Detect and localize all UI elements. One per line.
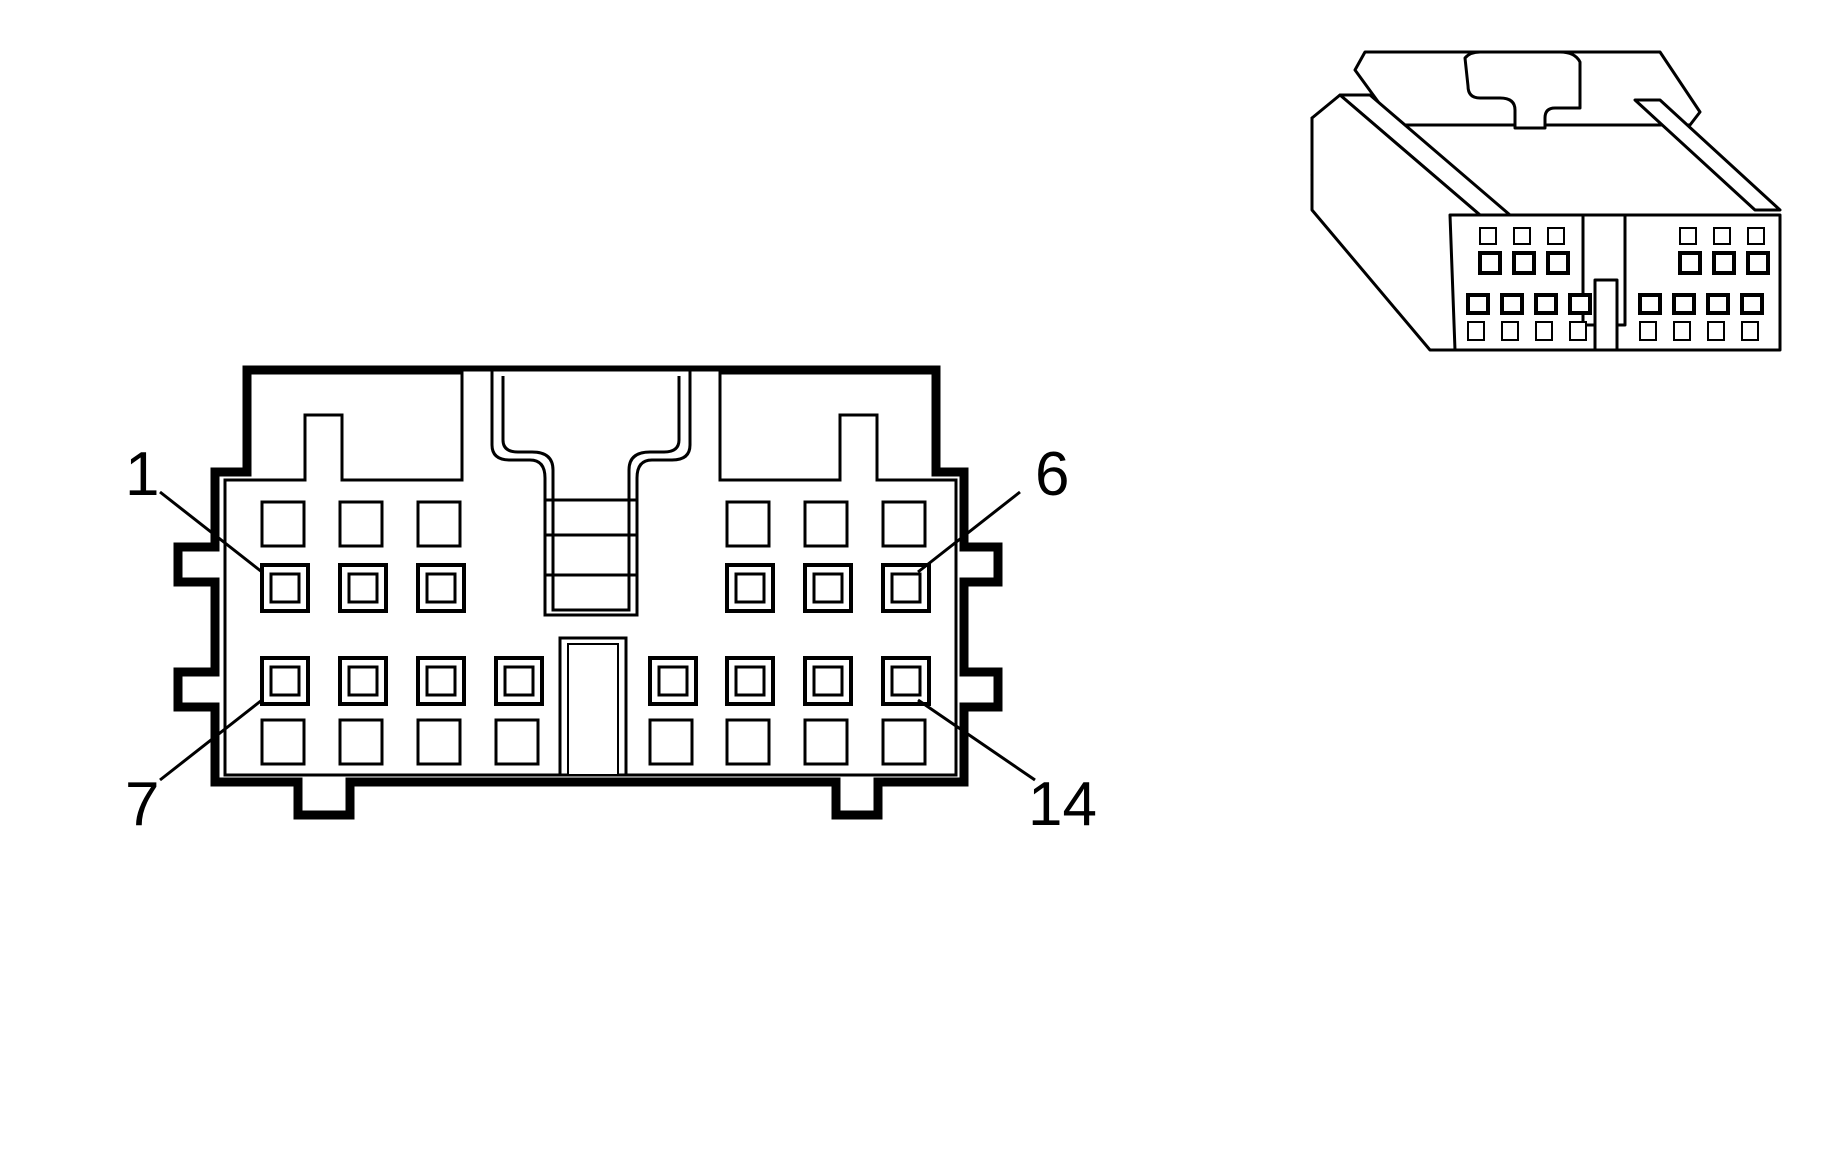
iso-terminal-bottom bbox=[1672, 293, 1696, 315]
iso-terminal-bottom bbox=[1534, 293, 1558, 315]
leader-line-pin-14 bbox=[917, 698, 1036, 782]
cavity-lower bbox=[881, 718, 927, 766]
iso-pin-cavities bbox=[1466, 227, 1770, 341]
terminal-pin-14-inner bbox=[890, 665, 922, 697]
iso-terminal-bottom bbox=[1638, 293, 1662, 315]
center-key-inner bbox=[567, 643, 619, 776]
terminal-pin-1-inner bbox=[269, 572, 301, 604]
pin-label-6: 6 bbox=[1035, 440, 1069, 509]
iso-terminal-top bbox=[1546, 251, 1570, 275]
pin-cavities bbox=[260, 500, 931, 766]
terminal-pin-10-inner bbox=[503, 665, 535, 697]
iso-cavity-upper bbox=[1547, 227, 1565, 245]
leader-line-pin-1 bbox=[159, 490, 263, 574]
iso-cavity-lower bbox=[1639, 321, 1657, 341]
terminal-pin-6-inner bbox=[890, 572, 922, 604]
terminal-pin-4-inner bbox=[734, 572, 766, 604]
iso-terminal-top bbox=[1678, 251, 1702, 275]
iso-cavity-lower bbox=[1741, 321, 1759, 341]
cavity-upper bbox=[260, 500, 306, 548]
iso-center-key bbox=[1593, 278, 1619, 352]
connector-isometric-view bbox=[1310, 50, 1782, 352]
iso-terminal-top bbox=[1478, 251, 1502, 275]
iso-cavity-lower bbox=[1707, 321, 1725, 341]
terminal-pin-7-inner bbox=[269, 665, 301, 697]
pin-label-7: 7 bbox=[125, 770, 159, 839]
iso-cavity-upper bbox=[1713, 227, 1731, 245]
iso-cavity-upper bbox=[1513, 227, 1531, 245]
latch-channel bbox=[490, 370, 692, 617]
iso-cavity-lower bbox=[1569, 321, 1587, 341]
iso-terminal-bottom bbox=[1740, 293, 1764, 315]
cavity-upper bbox=[416, 500, 462, 548]
iso-cavity-upper bbox=[1747, 227, 1765, 245]
cavity-lower bbox=[260, 718, 306, 766]
leader-line-pin-7 bbox=[159, 698, 263, 782]
cavity-lower bbox=[338, 718, 384, 766]
cavity-upper bbox=[803, 500, 849, 548]
pin-label-14: 14 bbox=[1028, 770, 1097, 839]
iso-cavity-upper bbox=[1679, 227, 1697, 245]
cavity-lower bbox=[725, 718, 771, 766]
iso-cavity-lower bbox=[1501, 321, 1519, 341]
iso-terminal-bottom bbox=[1568, 293, 1592, 315]
iso-cavity-lower bbox=[1467, 321, 1485, 341]
iso-cavity-lower bbox=[1673, 321, 1691, 341]
iso-cavity-lower bbox=[1535, 321, 1553, 341]
cavity-upper bbox=[881, 500, 927, 548]
iso-terminal-bottom bbox=[1500, 293, 1524, 315]
cavity-lower bbox=[416, 718, 462, 766]
terminal-pin-8-inner bbox=[347, 665, 379, 697]
terminal-pin-9-inner bbox=[425, 665, 457, 697]
iso-terminal-bottom bbox=[1466, 293, 1490, 315]
cavity-upper bbox=[338, 500, 384, 548]
terminal-pin-13-inner bbox=[812, 665, 844, 697]
terminal-pin-5-inner bbox=[812, 572, 844, 604]
cavity-lower bbox=[648, 718, 694, 766]
iso-terminal-top bbox=[1712, 251, 1736, 275]
leader-line-pin-6 bbox=[917, 490, 1021, 574]
iso-right-rail bbox=[1633, 98, 1782, 212]
iso-cavity-upper bbox=[1479, 227, 1497, 245]
iso-terminal-top bbox=[1746, 251, 1770, 275]
iso-terminal-top bbox=[1512, 251, 1536, 275]
pin-label-1: 1 bbox=[125, 440, 159, 509]
iso-terminal-bottom bbox=[1706, 293, 1730, 315]
cavity-upper bbox=[725, 500, 771, 548]
iso-latch-recess bbox=[1463, 50, 1582, 130]
cavity-lower bbox=[494, 718, 540, 766]
terminal-pin-12-inner bbox=[734, 665, 766, 697]
pin-leader-lines bbox=[159, 490, 1036, 782]
terminal-pin-11-inner bbox=[657, 665, 689, 697]
cavity-lower bbox=[803, 718, 849, 766]
terminal-pin-2-inner bbox=[347, 572, 379, 604]
latch-inner bbox=[501, 376, 681, 612]
terminal-pin-3-inner bbox=[425, 572, 457, 604]
